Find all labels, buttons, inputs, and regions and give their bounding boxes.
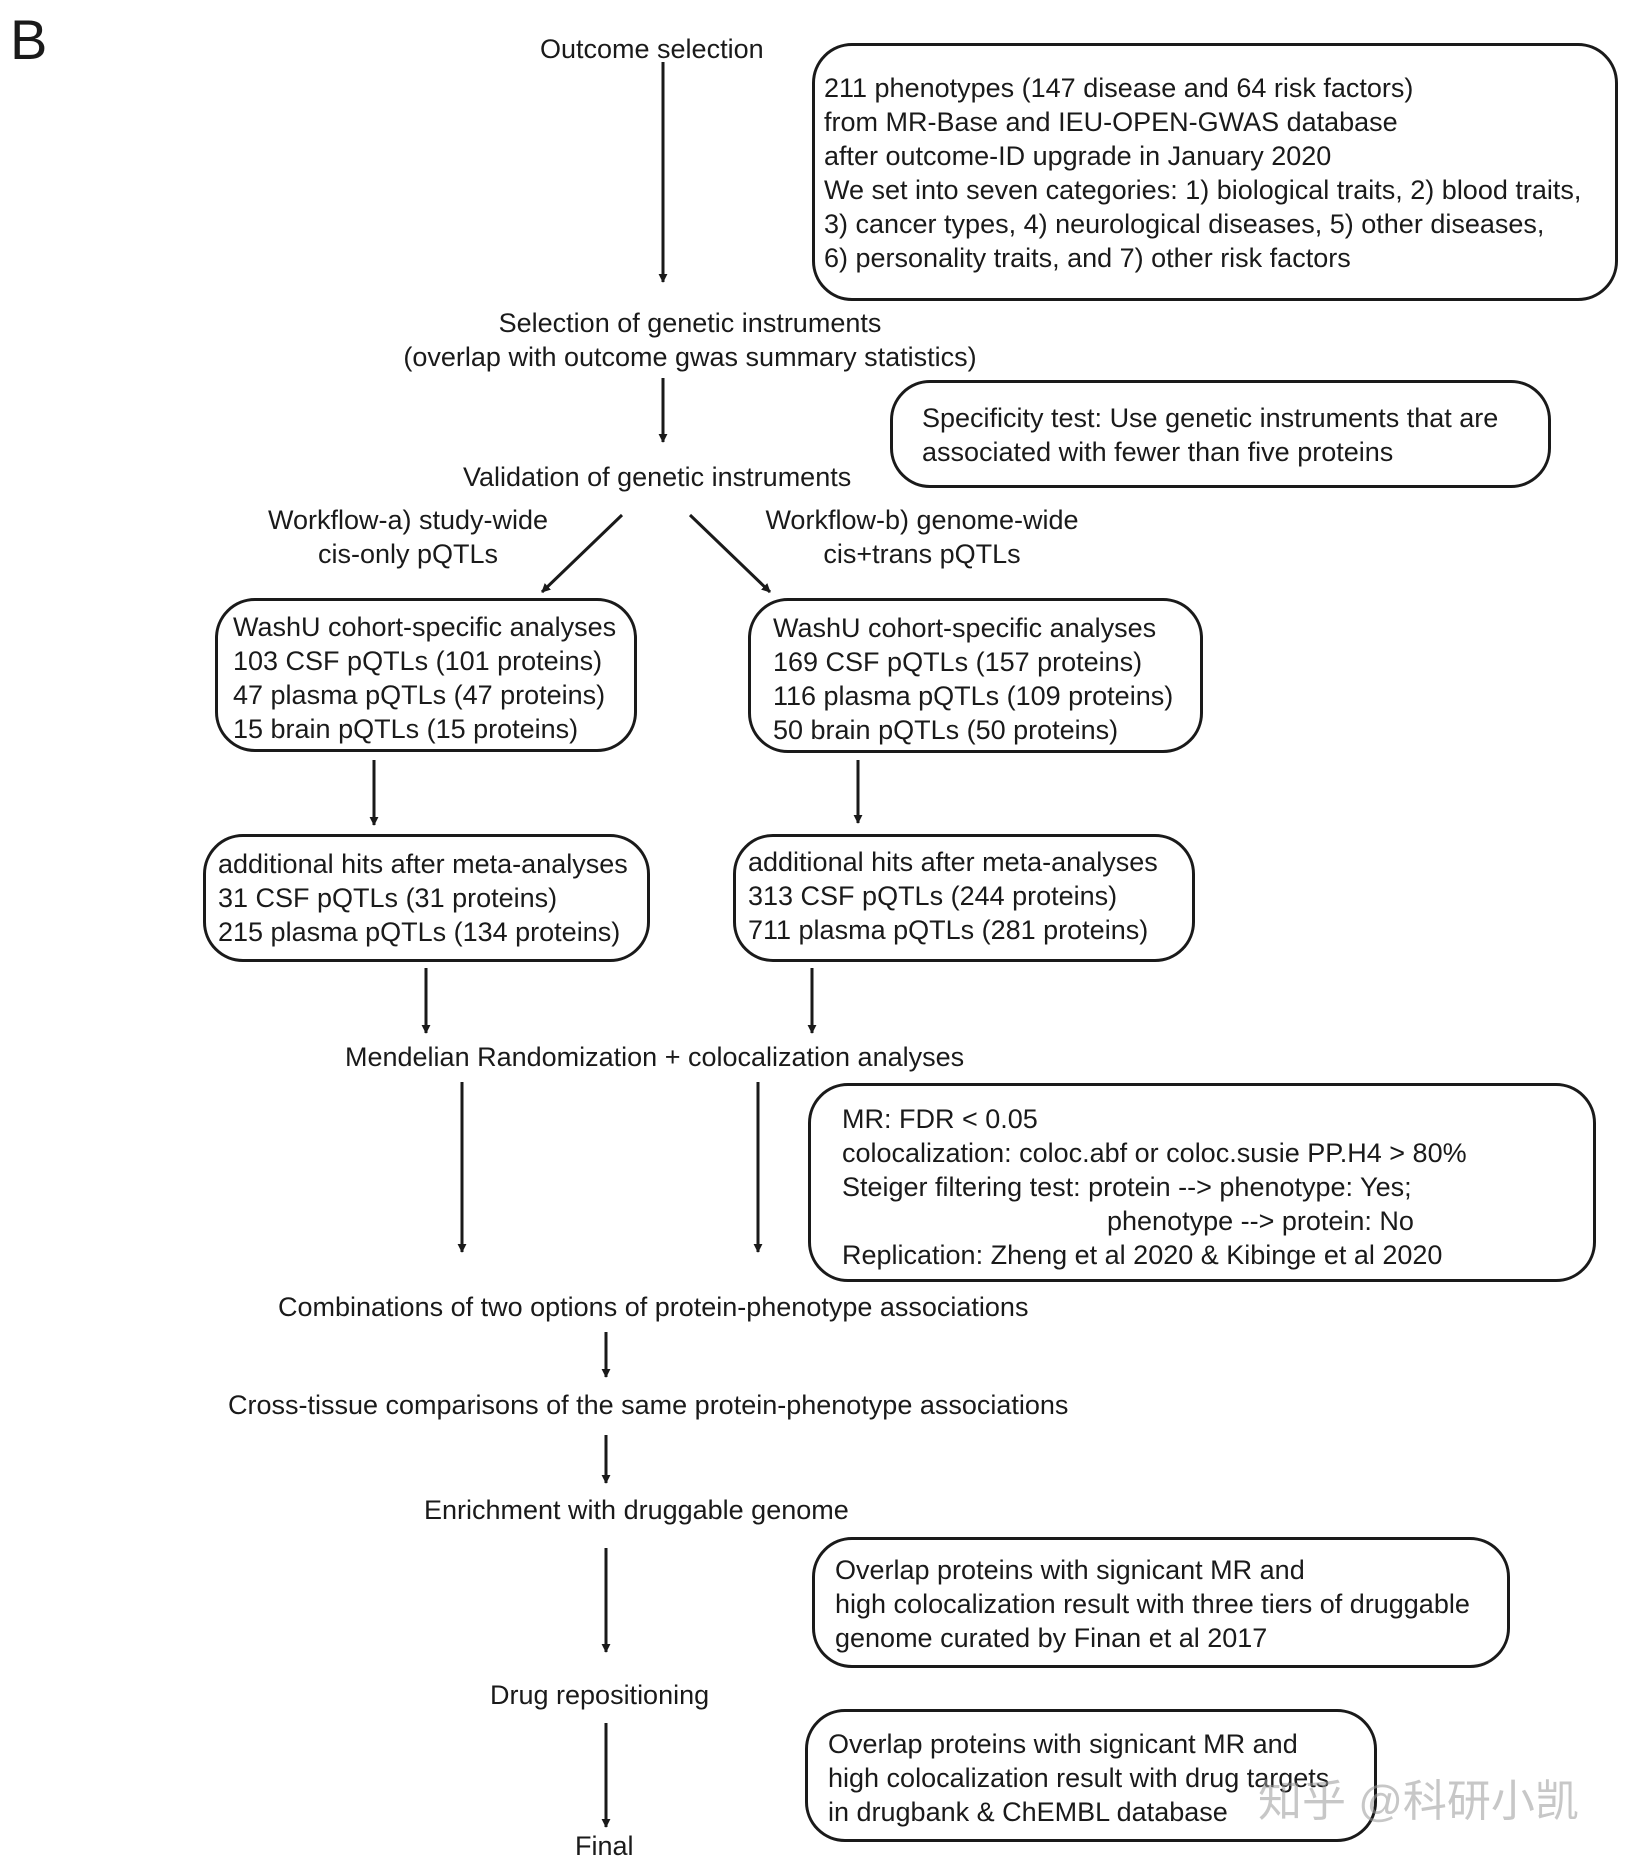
step-combinations: Combinations of two options of protein-p…	[278, 1292, 1029, 1322]
arrow-validation-to-workflow-b	[688, 513, 772, 594]
selection-instruments-line-2: (overlap with outcome gwas summary stati…	[403, 342, 977, 372]
step-final: Final	[575, 1831, 634, 1861]
step-cross-tissue: Cross-tissue comparisons of the same pro…	[228, 1390, 1069, 1420]
drugbank-line: in drugbank & ChEMBL database	[828, 1797, 1228, 1827]
washu-a-line: 15 brain pQTLs (15 proteins)	[233, 714, 579, 744]
meta-a-line: 215 plasma pQTLs (134 proteins)	[218, 917, 621, 947]
step-validation: Validation of genetic instruments	[463, 462, 852, 492]
criteria-box: MR: FDR < 0.05 colocalization: coloc.abf…	[808, 1083, 1596, 1282]
meta-b-line: 711 plasma pQTLs (281 proteins)	[748, 915, 1149, 945]
meta-a-line: 31 CSF pQTLs (31 proteins)	[218, 883, 558, 913]
criteria-line: colocalization: coloc.abf or coloc.susie…	[842, 1138, 1467, 1168]
workflow-b-line-1: Workflow-b) genome-wide	[765, 505, 1079, 535]
criteria-line: Replication: Zheng et al 2020 & Kibinge …	[842, 1240, 1443, 1270]
selection-instruments-line-1: Selection of genetic instruments	[498, 308, 882, 338]
phenotypes-line: 6) personality traits, and 7) other risk…	[824, 243, 1351, 273]
specificity-line: Specificity test: Use genetic instrument…	[922, 403, 1499, 433]
washu-a-line: 103 CSF pQTLs (101 proteins)	[233, 646, 603, 676]
washu-b-box: WashU cohort-specific analyses 169 CSF p…	[748, 598, 1203, 753]
washu-b-line: WashU cohort-specific analyses	[773, 613, 1157, 643]
phenotypes-line: 211 phenotypes (147 disease and 64 risk …	[824, 73, 1414, 103]
druggable-line: high colocalization result with three ti…	[835, 1589, 1470, 1619]
meta-a-line: additional hits after meta-analyses	[218, 849, 628, 879]
panel-label: B	[10, 8, 48, 71]
washu-a-line: 47 plasma pQTLs (47 proteins)	[233, 680, 606, 710]
step-outcome-selection: Outcome selection	[540, 34, 764, 64]
phenotypes-line: after outcome-ID upgrade in January 2020	[824, 141, 1332, 171]
washu-a-box: WashU cohort-specific analyses 103 CSF p…	[215, 598, 637, 752]
criteria-line: MR: FDR < 0.05	[842, 1104, 1038, 1134]
step-mr-colocalization: Mendelian Randomization + colocalization…	[345, 1042, 965, 1072]
druggable-line: genome curated by Finan et al 2017	[835, 1623, 1268, 1653]
specificity-line: associated with fewer than five proteins	[922, 437, 1394, 467]
step-enrichment: Enrichment with druggable genome	[424, 1495, 849, 1525]
phenotypes-line: from MR-Base and IEU-OPEN-GWAS database	[824, 107, 1398, 137]
phenotypes-line: We set into seven categories: 1) biologi…	[824, 175, 1582, 205]
drugbank-line: high colocalization result with drug tar…	[828, 1763, 1330, 1793]
meta-b-line: 313 CSF pQTLs (244 proteins)	[748, 881, 1118, 911]
druggable-box: Overlap proteins with signicant MR and h…	[812, 1537, 1510, 1668]
criteria-line: Steiger filtering test: protein --> phen…	[842, 1172, 1412, 1202]
watermark: 知乎 @科研小凯	[1258, 1777, 1579, 1826]
specificity-box: Specificity test: Use genetic instrument…	[890, 380, 1551, 488]
meta-b-line: additional hits after meta-analyses	[748, 847, 1158, 877]
arrow-validation-to-workflow-a	[540, 513, 624, 594]
washu-b-line: 50 brain pQTLs (50 proteins)	[773, 715, 1119, 745]
meta-a-box: additional hits after meta-analyses 31 C…	[203, 834, 650, 962]
workflow-a-line-2: cis-only pQTLs	[317, 539, 499, 569]
criteria-line: phenotype --> protein: No	[1107, 1206, 1414, 1236]
phenotypes-line: 3) cancer types, 4) neurological disease…	[824, 209, 1545, 239]
meta-b-box: additional hits after meta-analyses 313 …	[733, 834, 1195, 962]
washu-b-line: 169 CSF pQTLs (157 proteins)	[773, 647, 1143, 677]
workflow-b-label: Workflow-b) genome-wide cis+trans pQTLs	[752, 503, 1092, 571]
phenotypes-box: 211 phenotypes (147 disease and 64 risk …	[812, 43, 1618, 301]
step-drug-repositioning: Drug repositioning	[490, 1680, 710, 1710]
washu-a-line: WashU cohort-specific analyses	[233, 612, 617, 642]
workflow-a-label: Workflow-a) study-wide cis-only pQTLs	[248, 503, 568, 571]
druggable-line: Overlap proteins with signicant MR and	[835, 1555, 1305, 1585]
workflow-b-line-2: cis+trans pQTLs	[823, 539, 1021, 569]
washu-b-line: 116 plasma pQTLs (109 proteins)	[773, 681, 1174, 711]
workflow-a-line-1: Workflow-a) study-wide	[267, 505, 549, 535]
drugbank-box: Overlap proteins with signicant MR and h…	[805, 1709, 1377, 1842]
step-selection-instruments: Selection of genetic instruments (overla…	[360, 306, 1020, 374]
drugbank-line: Overlap proteins with signicant MR and	[828, 1729, 1298, 1759]
